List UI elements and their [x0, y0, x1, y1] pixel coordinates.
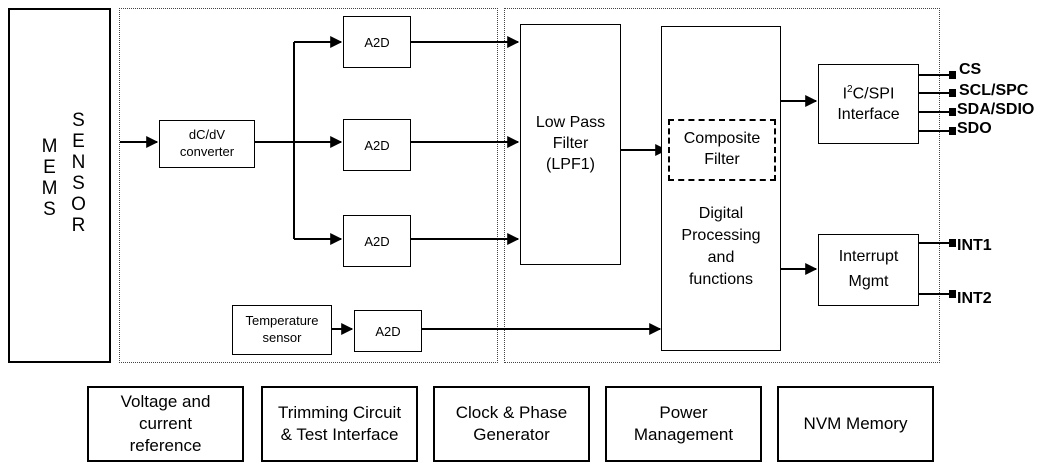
i2c-spi-line1: I2C/SPI	[843, 83, 895, 105]
digital-processing-label: Digital Processing and functions	[681, 205, 761, 289]
pin-int2-square	[949, 290, 956, 298]
a2d-block-3: A2D	[343, 215, 411, 267]
nvm-memory-block: NVM Memory	[777, 386, 934, 462]
digital-processing-block: Digital Processing and functions	[661, 26, 781, 351]
pin-sdo-label: SDO	[957, 120, 992, 137]
temperature-sensor-block: Temperature sensor	[232, 305, 332, 355]
i2c-suffix: C/SPI	[852, 84, 895, 102]
i2c-spi-interface-block: I2C/SPI Interface	[818, 64, 919, 144]
pin-cs-label: CS	[959, 61, 982, 78]
pin-cs-square	[949, 71, 956, 79]
a2d-block-2: A2D	[343, 119, 411, 171]
pin-sdo-square	[949, 127, 956, 135]
pin-sda-square	[949, 108, 956, 116]
pin-int1-label: INT1	[957, 237, 992, 254]
digital-section-outline	[504, 8, 940, 363]
a2d-block-4: A2D	[354, 310, 422, 352]
dcdv-converter-block: dC/dV converter	[159, 120, 255, 168]
i2c-superscript: 2	[847, 83, 853, 95]
trimming-test-interface-block: Trimming Circuit & Test Interface	[261, 386, 418, 462]
sensor-word: SENSOR	[68, 110, 89, 236]
a2d-block-1: A2D	[343, 16, 411, 68]
pin-scl-square	[949, 89, 956, 97]
composite-filter-block: Composite Filter	[668, 119, 776, 181]
interrupt-mgmt-block: Interrupt Mgmt	[818, 234, 919, 306]
i2c-prefix: I	[842, 84, 848, 102]
clock-phase-generator-block: Clock & Phase Generator	[433, 386, 590, 462]
pin-scl-spc-label: SCL/SPC	[959, 82, 1029, 99]
pin-int1-square	[949, 239, 956, 247]
mems-label: MEMS	[36, 136, 62, 220]
pin-sda-sdio-label: SDA/SDIO	[957, 101, 1035, 118]
power-management-block: Power Management	[605, 386, 762, 462]
mems-word: MEMS	[39, 136, 60, 220]
voltage-current-reference-block: Voltage and current reference	[87, 386, 244, 462]
sensor-label: SENSOR	[65, 110, 91, 236]
pin-int2-label: INT2	[957, 290, 992, 307]
low-pass-filter-block: Low Pass Filter (LPF1)	[520, 24, 621, 265]
i2c-spi-line2: Interface	[837, 105, 900, 123]
mems-sensor-block: MEMS SENSOR	[8, 8, 111, 363]
analog-section-outline	[119, 8, 498, 363]
